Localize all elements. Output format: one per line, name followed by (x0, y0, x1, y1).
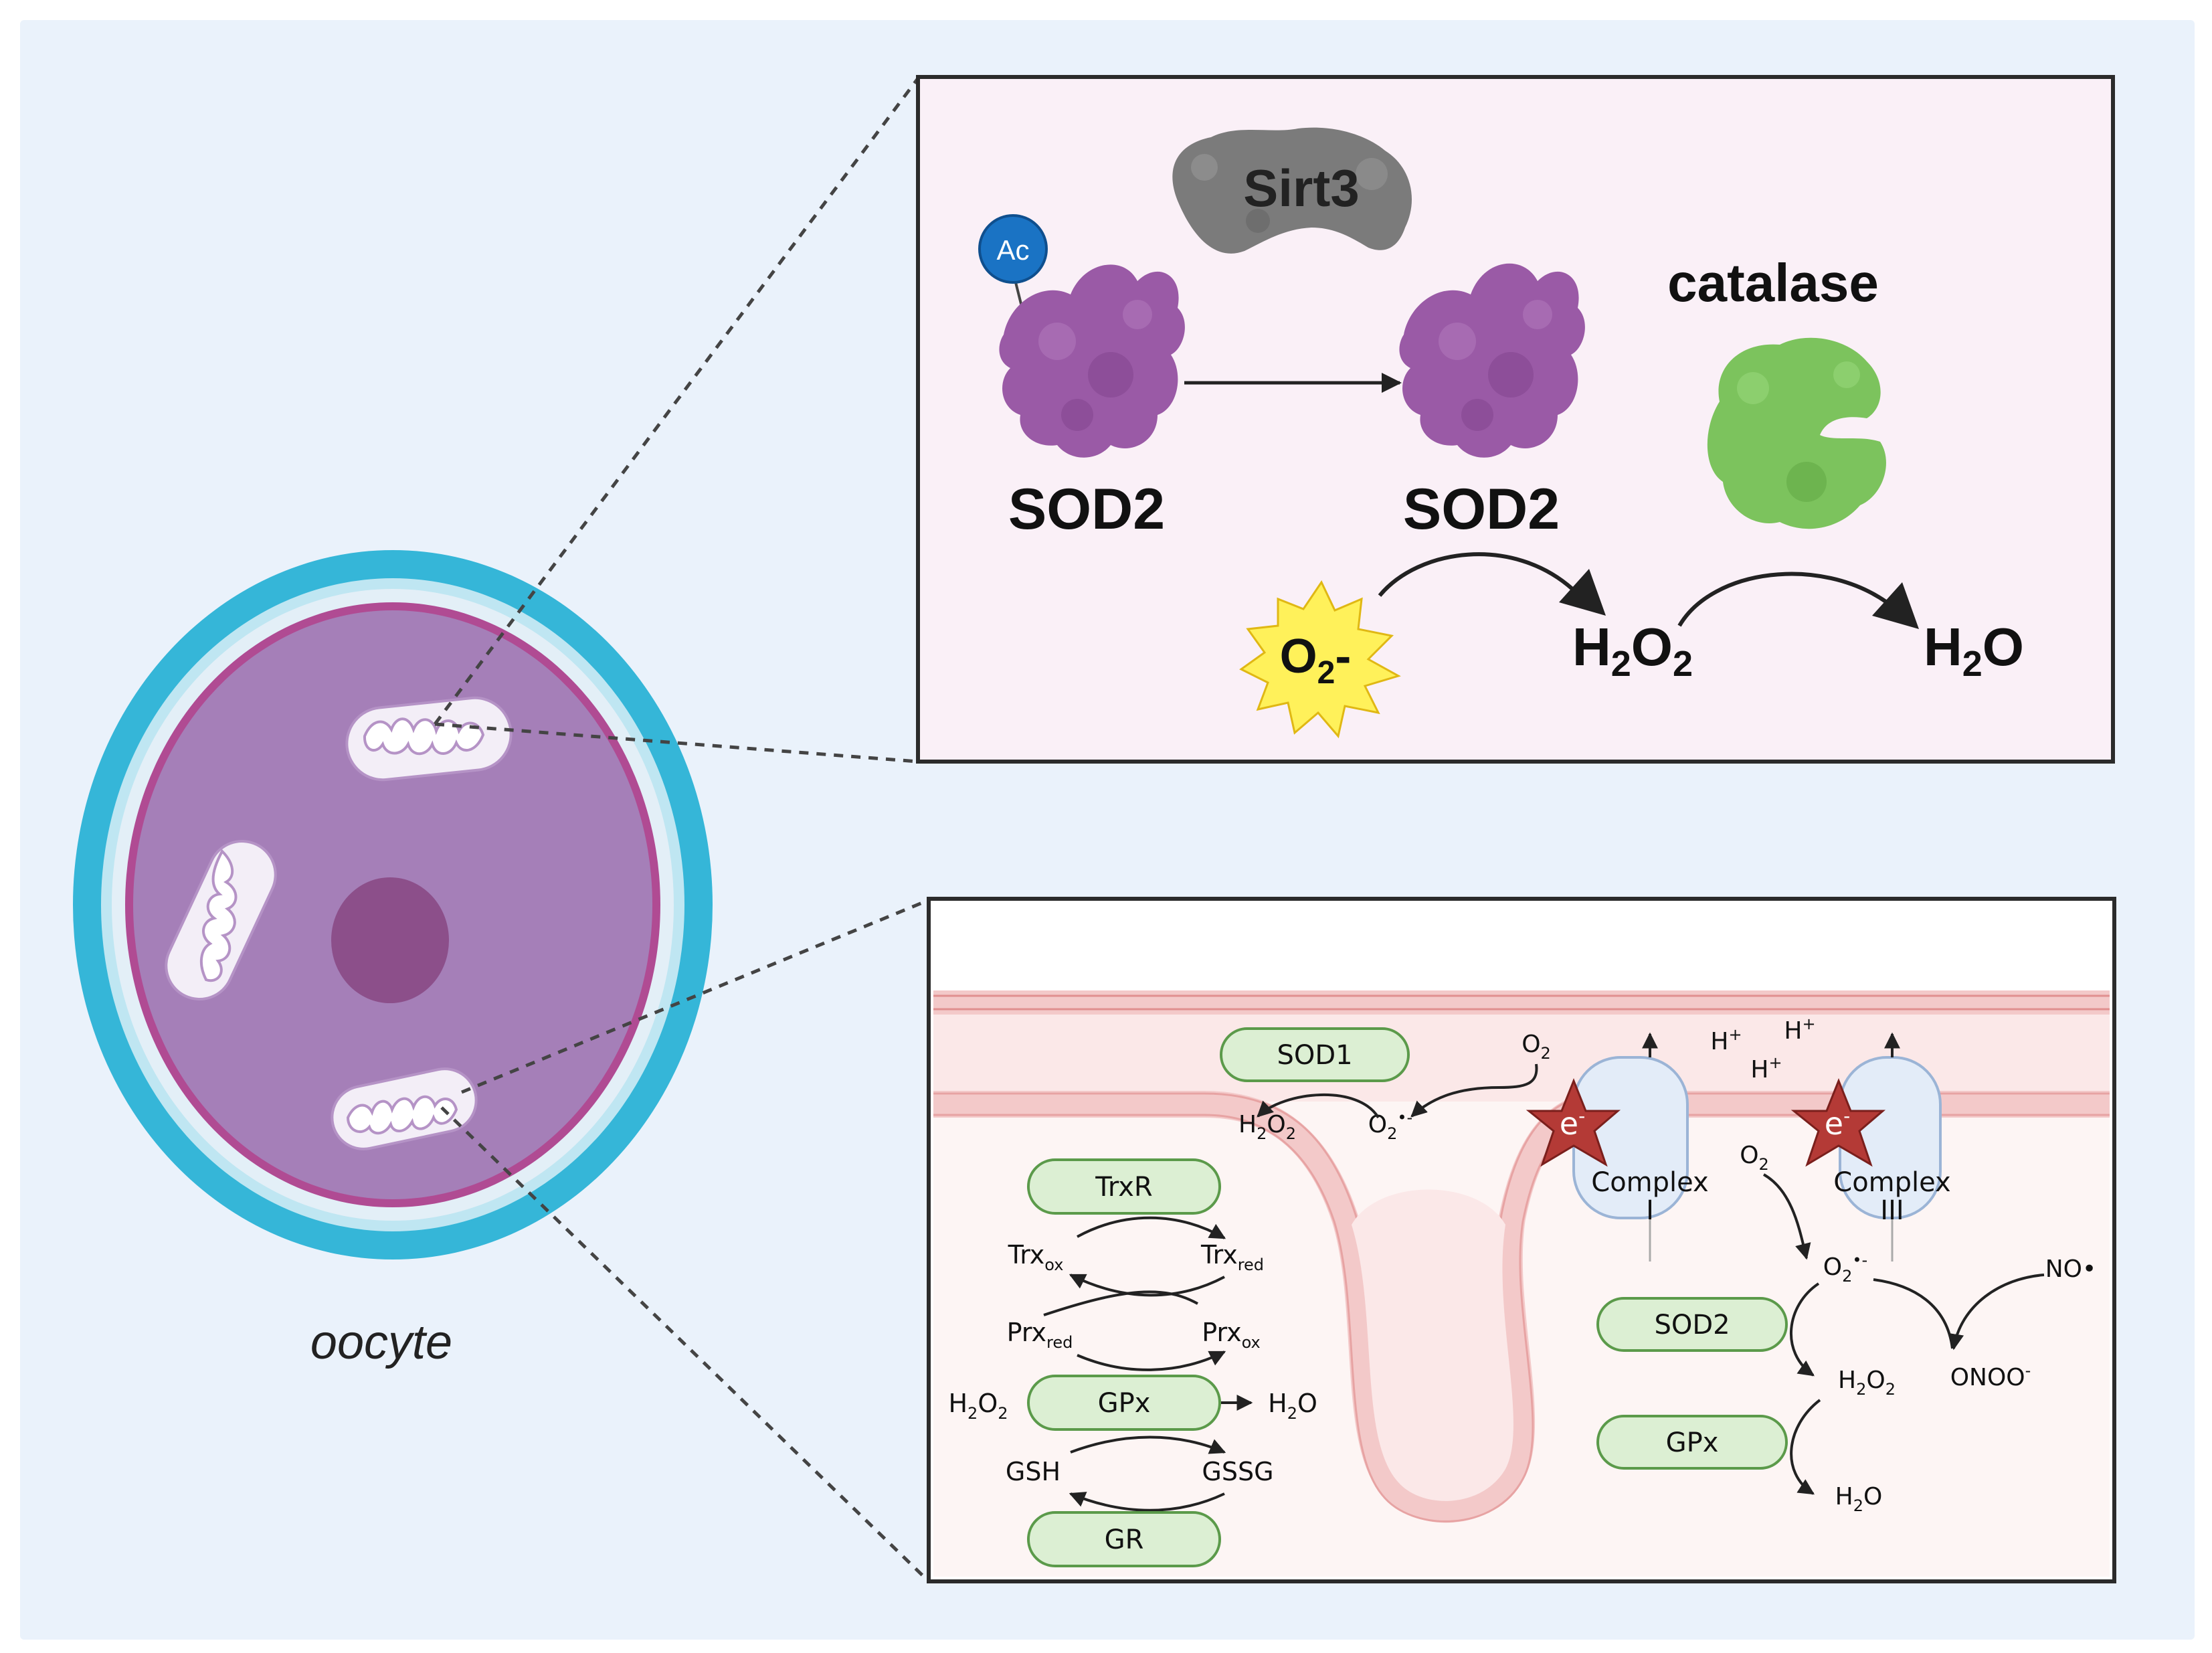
sod2-pill-label: SOD2 (1654, 1310, 1730, 1340)
complex-3: Complex III (1833, 1032, 1951, 1262)
zoom-lines (433, 77, 930, 1583)
complex-3-number: III (1880, 1195, 1904, 1226)
complex-1: Complex I (1572, 1032, 1709, 1262)
sod2-acetylated-label: SOD2 (1008, 477, 1165, 541)
sod2-acetylated-protein (999, 264, 1185, 458)
hplus-1: H+ (1710, 1025, 1742, 1055)
electron-star-complex-3: e- (1790, 1077, 1886, 1167)
sod1-reaction-arrow (1257, 1093, 1380, 1119)
acetyl-label: Ac (996, 234, 1029, 266)
o2-to-superoxide-matrix-arrow (1763, 1173, 1811, 1260)
complex-1-number: I (1646, 1195, 1654, 1226)
sod2-reaction-arrow (1790, 1282, 1820, 1377)
gr-label: GR (1105, 1525, 1144, 1555)
gpx-right-reaction-arrow (1790, 1399, 1821, 1495)
h2o2-to-h2o-arrowhead (1872, 582, 1919, 629)
gsh-oxidation-arrow (1070, 1436, 1226, 1454)
superoxide-burst: O2- (1239, 580, 1401, 739)
trxr-label: TrxR (1095, 1172, 1152, 1203)
gpx-left-label: GPx (1098, 1388, 1151, 1419)
h2o2-to-h2o-arrow (1677, 572, 1888, 627)
sod2-pill: SOD2 (1596, 1297, 1788, 1352)
zoom-line-bottom-b (440, 1106, 930, 1583)
o2-to-superoxide-arrow (1410, 1063, 1538, 1118)
hplus-2: H+ (1784, 1015, 1815, 1045)
superoxide-to-h2o2-arrowhead (1559, 569, 1606, 616)
electron-label-1: e- (1560, 1105, 1585, 1142)
o2-right-label: O2 (1740, 1142, 1769, 1174)
superoxide-to-h2o2-arrow (1378, 552, 1574, 597)
zoom-line-bottom-a (461, 898, 929, 1094)
oocyte: oocyte (73, 550, 713, 1369)
sod2-active-protein (1399, 263, 1585, 458)
catalase-protein (1707, 337, 1886, 529)
complex-3-label: Complex (1833, 1167, 1950, 1198)
superoxide-label: O2- (1280, 630, 1352, 691)
h2o2-sod2-label: H2O2 (1838, 1367, 1896, 1399)
superoxide-imsspace-label: O2•- (1368, 1108, 1412, 1143)
zoom-line-top-a (433, 77, 920, 725)
prx-oxidation-arrow (1077, 1351, 1226, 1371)
nucleus (331, 877, 449, 1003)
oocyte-label: oocyte (310, 1316, 452, 1369)
no-to-onoo-arrow (1948, 1274, 2045, 1351)
bottom-panel: Complex I e- Complex III e- H+ H+ H+ O2 … (927, 897, 2116, 1583)
h2o-label: H2O (1924, 617, 2024, 684)
mitochondrion-left (165, 840, 277, 1000)
superoxide-matrix-label: O2•- (1823, 1251, 1867, 1286)
gr-pill: GR (1027, 1511, 1221, 1567)
hplus-3: H+ (1750, 1053, 1782, 1083)
trx-ox-label: Trxox (1008, 1240, 1064, 1274)
sod1-pill: SOD1 (1220, 1027, 1410, 1082)
gssg-label: GSSG (1202, 1457, 1273, 1486)
h2o2-label: H2O2 (1572, 617, 1693, 684)
h2o-right-label: H2O (1835, 1483, 1883, 1515)
prx-ox-label: Prxox (1202, 1318, 1261, 1352)
trx-oxidation-arrow (1069, 1274, 1225, 1297)
sirt3-label: Sirt3 (1243, 159, 1359, 217)
no-label: NO• (2045, 1255, 2097, 1283)
electron-star-complex-1: e- (1526, 1077, 1621, 1167)
outer-membrane (933, 990, 2110, 1015)
h2o2-gpx-label: H2O2 (948, 1389, 1008, 1423)
trx-reduction-arrow (1077, 1216, 1226, 1239)
gpx-right-label: GPx (1666, 1427, 1719, 1458)
electron-label-3: e- (1825, 1105, 1850, 1142)
gssg-reduction-arrow (1069, 1492, 1225, 1512)
trx-red-label: Trxred (1200, 1240, 1264, 1274)
sirt3-protein: Sirt3 (1172, 127, 1412, 254)
superoxide-star (1239, 580, 1401, 739)
superoxide-to-onoo-arrow (1873, 1278, 1954, 1349)
acetyl-tag: Ac (978, 214, 1048, 315)
o2-top-label: O2 (1522, 1031, 1551, 1063)
complex-1-label: Complex (1591, 1167, 1708, 1198)
inner-membrane (933, 1091, 2110, 1523)
prx-reduction-arrow (1043, 1290, 1198, 1316)
top-panel: Sirt3 Ac SOD2 SOD2 catalase (916, 75, 2115, 764)
onoo-label: ONOO- (1950, 1361, 2031, 1391)
h2o-gpx-label: H2O (1268, 1389, 1317, 1423)
sod1-label: SOD1 (1277, 1040, 1352, 1071)
h2o2-sod1-label: H2O2 (1238, 1111, 1296, 1143)
trxr-pill: TrxR (1027, 1158, 1221, 1215)
zoom-line-top-b (434, 722, 919, 764)
sod2-active-label: SOD2 (1403, 477, 1560, 541)
catalase-label: catalase (1667, 253, 1879, 313)
gsh-label: GSH (1006, 1457, 1061, 1486)
mitochondrion-bottom (331, 1067, 478, 1150)
gpx-left-pill: GPx (1027, 1375, 1221, 1431)
gpx-right-pill: GPx (1596, 1415, 1788, 1470)
prx-red-label: Prxred (1007, 1318, 1073, 1352)
